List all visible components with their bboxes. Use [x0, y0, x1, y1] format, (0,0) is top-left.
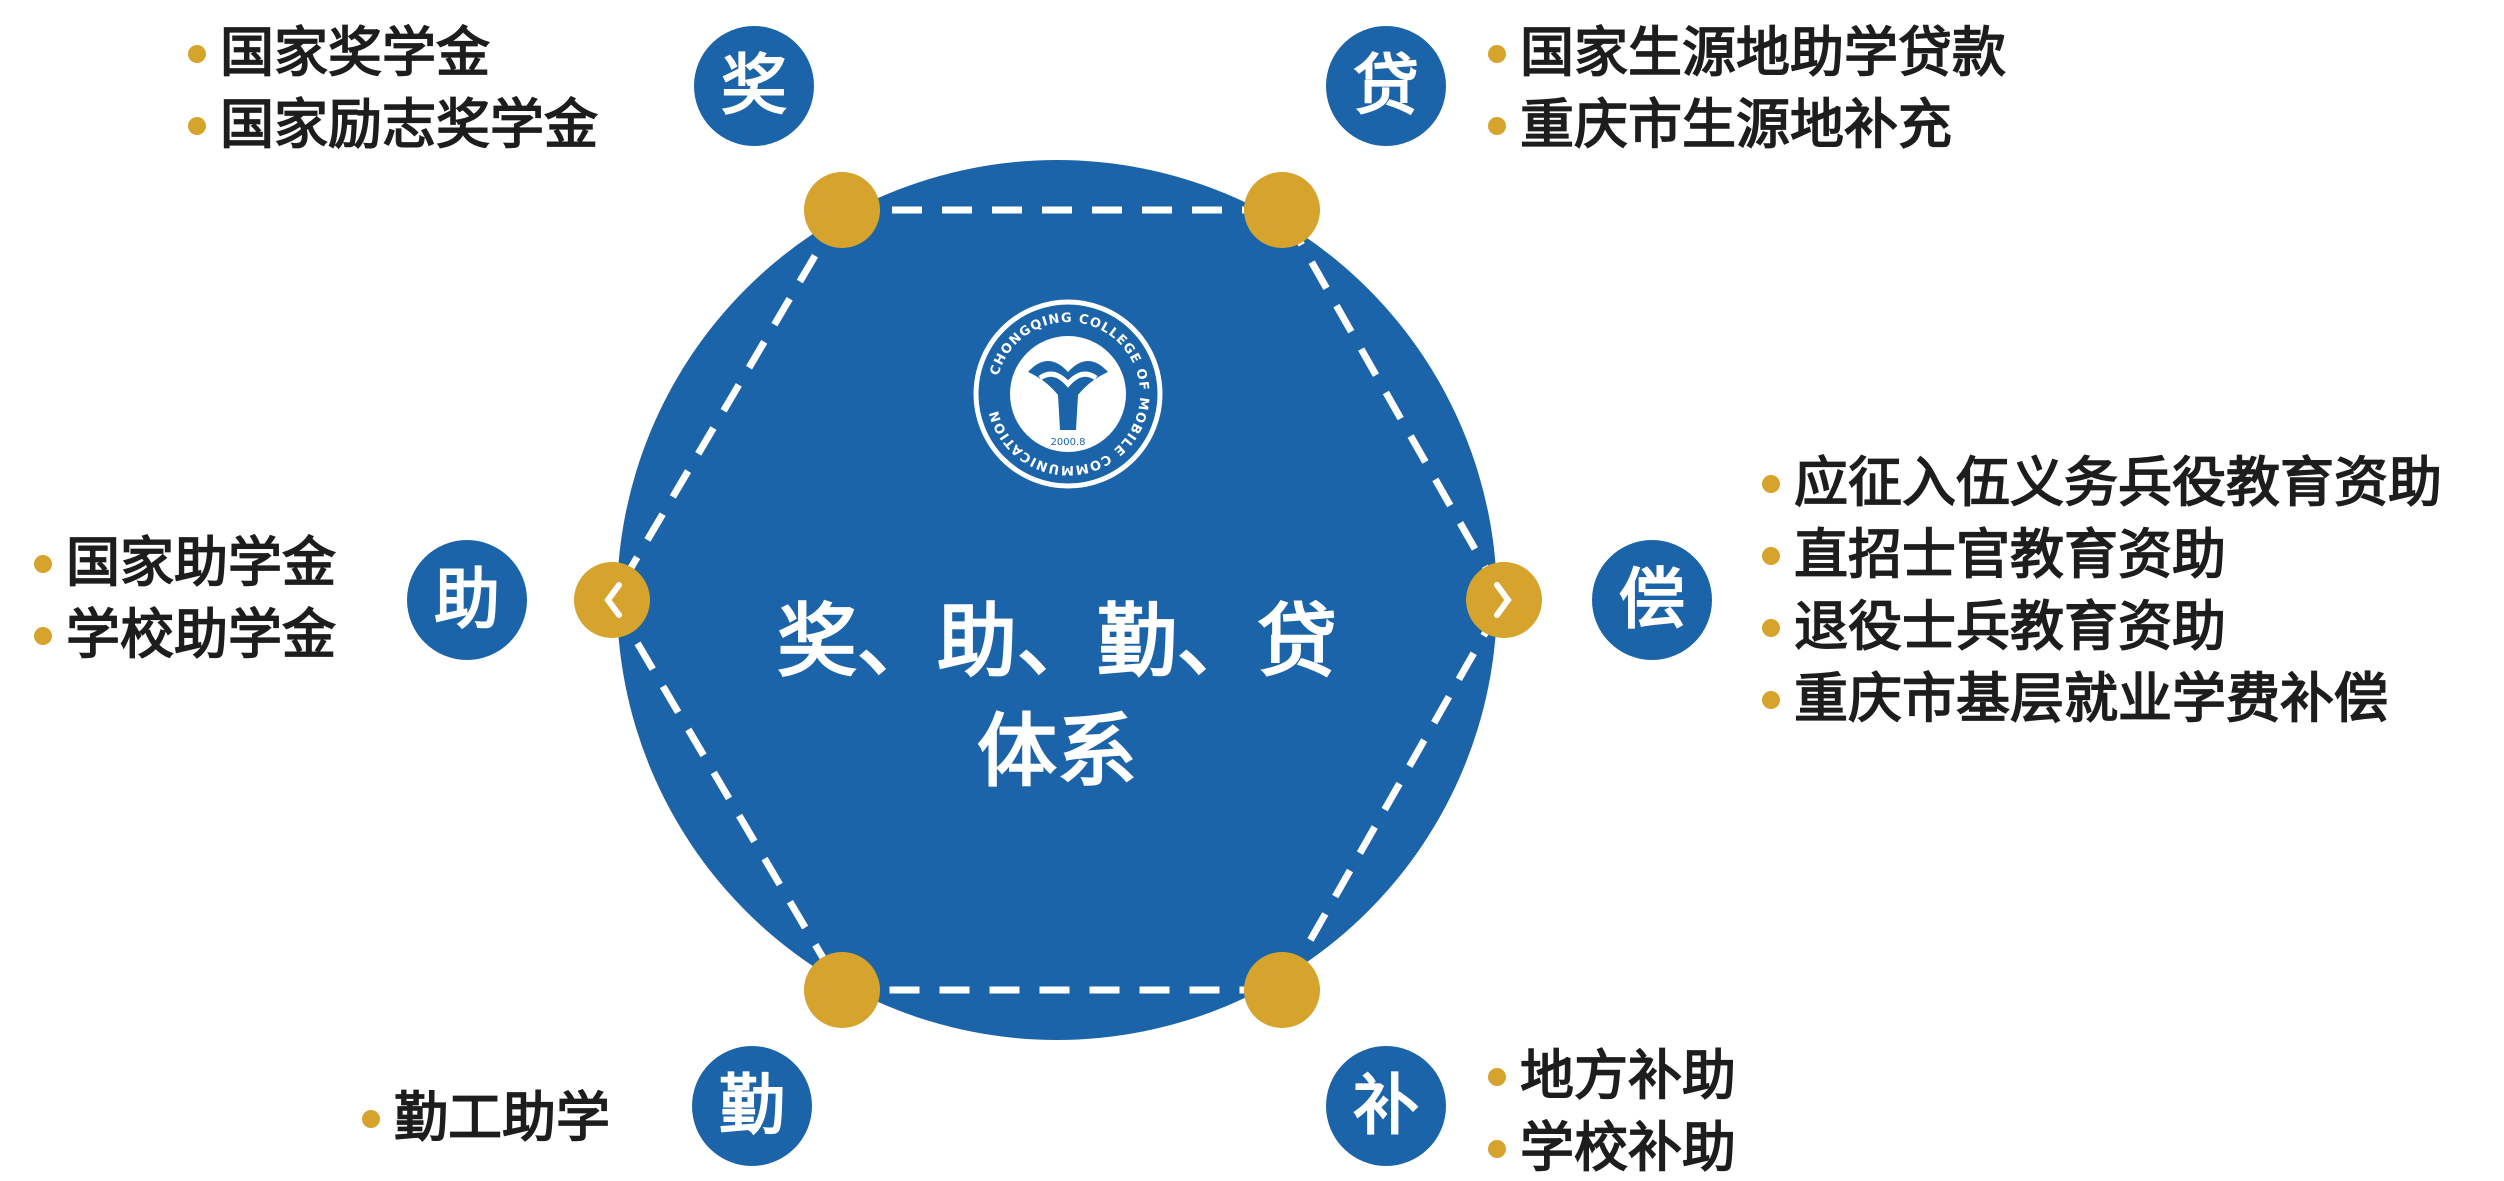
vertex-dots	[574, 172, 1542, 1028]
list-item: 应征入伍义务兵役教育资助	[1758, 447, 2442, 519]
center-title-line2: 体系	[977, 705, 1137, 798]
seal-date: 2000.8	[1051, 437, 1086, 448]
vertex-dot	[804, 952, 880, 1028]
vertex-dot	[804, 172, 880, 248]
list-item: 国家生源地助学贷款	[1484, 17, 2006, 89]
list-item: 国家奖学金	[184, 17, 598, 89]
list-item: 重庆市基层就业学费补偿	[1758, 663, 2442, 735]
vertex-dot	[574, 562, 650, 638]
badge-jiang: 奖	[694, 26, 814, 146]
chevron-icon	[1494, 582, 1512, 618]
central-circle	[617, 160, 1497, 1040]
badge-qin: 勤	[692, 1046, 812, 1166]
list-dai: 国家生源地助学贷款 重庆市生源地补充	[1484, 17, 2006, 161]
vertex-dot	[1244, 952, 1320, 1028]
list-qin: 勤工助学	[358, 1082, 610, 1154]
list-jiang: 国家奖学金 国家励志奖学金	[184, 17, 598, 161]
badge-dai: 贷	[1326, 26, 1446, 146]
list-chang: 应征入伍义务兵役教育资助 直招士官教育资助 退役士兵教育资助 重庆市基层就业学费…	[1758, 447, 2442, 735]
badge-zhu: 助	[407, 540, 527, 660]
list-item: 勤工助学	[358, 1082, 610, 1154]
list-item: 国家助学金	[30, 527, 336, 599]
college-seal-icon: CHONGQING COLLEGE OF MOBILE COMMUNICATIO…	[973, 299, 1163, 489]
center-title-line1: 奖、助、勤、贷	[777, 595, 1337, 688]
list-zhu: 国家助学金 学校助学金	[30, 527, 336, 671]
list-item: 地方补助	[1484, 1040, 1736, 1112]
list-item: 重庆市生源地补充	[1484, 89, 2006, 161]
badge-chang: 偿	[1592, 540, 1712, 660]
list-bu: 地方补助 学校补助	[1484, 1040, 1736, 1181]
list-item: 国家励志奖学金	[184, 89, 598, 161]
list-item: 学校补助	[1484, 1112, 1736, 1181]
vertex-dot	[1466, 562, 1542, 638]
badge-bu: 补	[1326, 1046, 1446, 1166]
vertex-dot	[1244, 172, 1320, 248]
list-item: 直招士官教育资助	[1758, 519, 2442, 591]
list-item: 退役士兵教育资助	[1758, 591, 2442, 663]
list-item: 学校助学金	[30, 599, 336, 671]
chevron-icon	[604, 582, 622, 618]
